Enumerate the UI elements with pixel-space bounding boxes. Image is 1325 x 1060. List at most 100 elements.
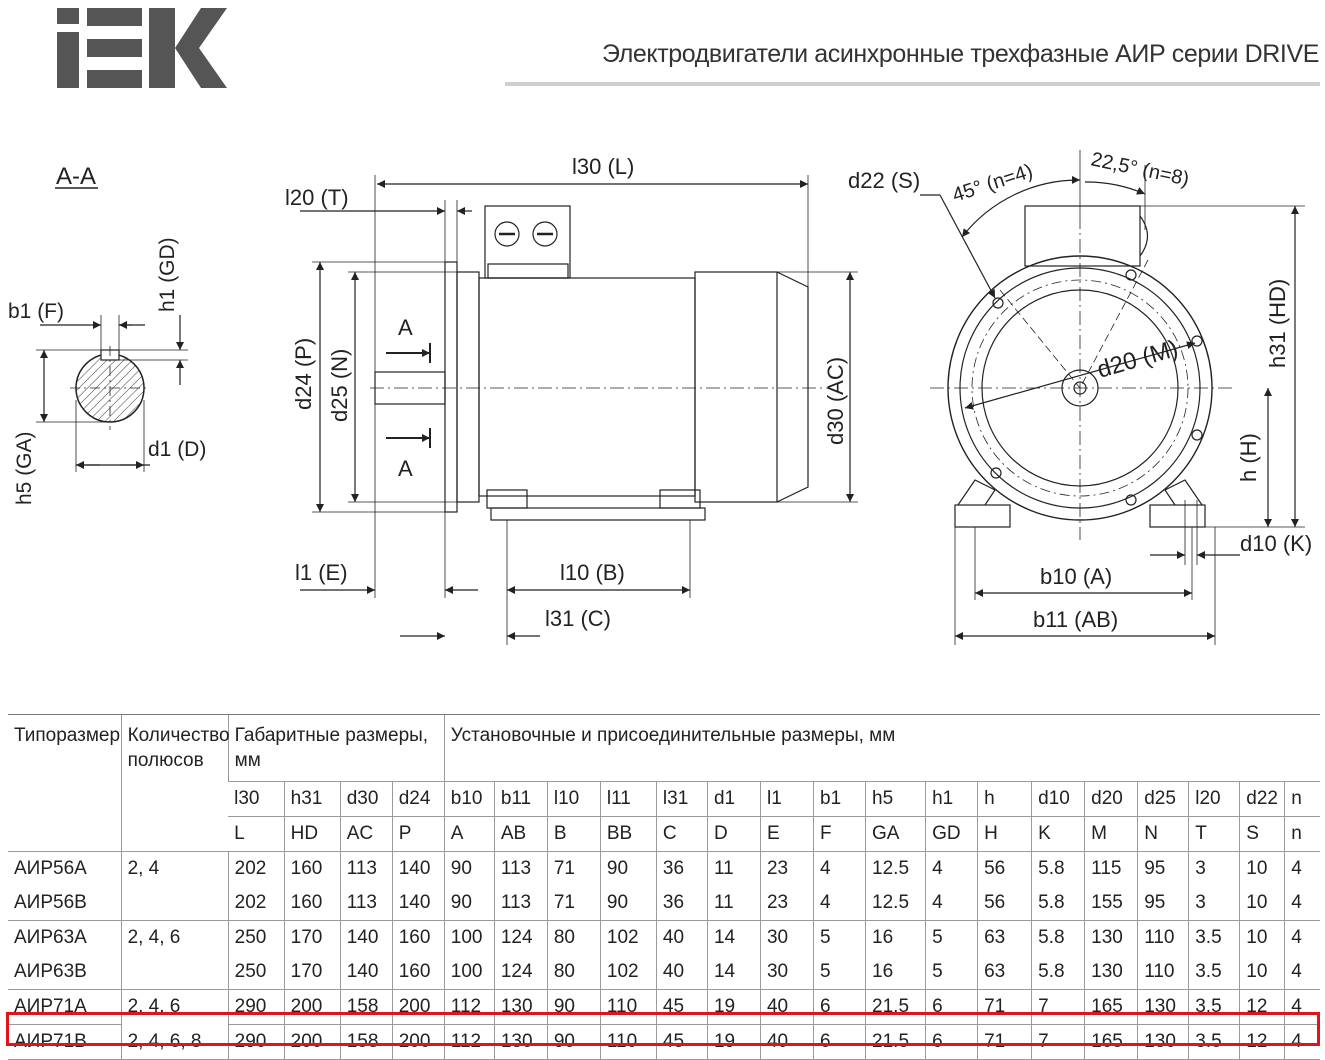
cell-value: 158 [339,989,393,1025]
cell-value: 3 [1188,851,1240,886]
symbol-cell: d20 [1084,781,1138,817]
letter-cell: F [812,816,866,852]
cell-value: 90 [546,989,601,1025]
cell-poles: 2, 4, 6 [120,989,229,1025]
cell-value: 19 [706,989,761,1025]
cell-value: 40 [759,989,814,1025]
cell-value: 23 [759,886,814,921]
cell-value: 4 [1284,851,1320,886]
cell-value: 56 [977,851,1032,886]
label-h1: h1 (GD) [156,237,179,312]
cell-value: 100 [443,920,495,955]
letter-cell: L [228,816,285,852]
motor-dimension-drawing: A-A b1 (F) h1 (GD) h5 (GA) d1 (D) l30 (L… [8,148,1312,645]
cell-value: 140 [339,920,393,955]
cell-value: 124 [493,955,548,990]
symbol-cell: l11 [599,781,657,817]
cell-type: АИР63А [8,920,122,955]
cell-value: 5 [925,955,978,990]
label-d30: d30 (AC) [823,357,848,445]
cell-value: 200 [391,1024,445,1060]
label-angle-45: 45° (n=4) [950,160,1036,207]
cell-value: 4 [812,886,866,921]
cell-value: 160 [283,886,341,921]
cell-value: 3.5 [1188,989,1240,1025]
symbol-cell: d30 [339,781,393,817]
cell-value: 80 [546,920,601,955]
letter-cell: AC [339,816,393,852]
letter-cell: K [1031,816,1085,852]
cell-value: 100 [443,955,495,990]
cell-value: 36 [655,886,708,921]
cell-value: 14 [706,955,761,990]
cell-value: 200 [283,989,341,1025]
cell-value: 112 [443,989,495,1025]
motor-side-view [300,175,858,645]
label-angle-22-5: 22,5° (n=8) [1089,148,1191,190]
shaft-section-view [36,187,188,472]
cell-value: 21.5 [865,1024,926,1060]
cell-value: 202 [227,886,285,921]
cell-value: 113 [339,851,393,886]
cell-value: 5 [925,920,978,955]
letter-cell: T [1188,816,1240,852]
cell-value: 160 [391,955,445,990]
cell-value: 200 [391,989,445,1025]
cell-value: 5 [812,955,866,990]
header-mounting-dimensions: Установочные и присоединительные размеры… [443,714,1320,782]
cell-value: 290 [227,1024,285,1060]
label-h31: h31 (HD) [1265,279,1290,368]
cell-value: 90 [599,851,657,886]
label-l10: l10 (B) [560,560,625,585]
cell-value: 80 [546,955,601,990]
label-h5: h5 (GA) [13,431,36,505]
header-type: Типоразмер [8,714,122,852]
cell-value: 90 [443,851,495,886]
cell-value: 130 [1084,955,1138,990]
letter-cell: S [1239,816,1285,852]
cell-value: 63 [977,955,1032,990]
cell-value: 5 [812,920,866,955]
cell-type: АИР71В [8,1024,122,1060]
letter-cell: E [759,816,814,852]
cell-value: 290 [227,989,285,1025]
section-title: A-A [56,163,96,190]
cell-poles: 2, 4, 6, 8 [120,1024,229,1060]
label-d25: d25 (N) [327,349,352,422]
label-d1: d1 (D) [148,438,206,461]
cell-value: 16 [865,955,926,990]
cell-value: 36 [655,851,708,886]
cell-value: 12 [1239,1024,1285,1060]
cell-value: 130 [1084,920,1138,955]
cell-value: 5.8 [1031,886,1085,921]
cell-value: 110 [599,989,657,1025]
cell-value: 113 [339,886,393,921]
cell-value: 112 [443,1024,495,1060]
cell-value: 140 [391,886,445,921]
cell-value: 3.5 [1188,1024,1240,1060]
symbol-cell: h31 [283,781,341,817]
cell-value: 115 [1084,851,1138,886]
cell-value: 11 [706,851,761,886]
letter-cell: B [546,816,601,852]
cell-value: 56 [977,886,1032,921]
symbol-cell: h [977,781,1032,817]
cell-value: 10 [1239,955,1285,990]
label-b10: b10 (A) [1040,564,1112,589]
symbol-cell: l30 [228,781,285,817]
cell-value: 40 [759,1024,814,1060]
cell-value: 4 [1284,886,1320,921]
symbol-cell: d24 [391,781,445,817]
document-title: Электродвигатели асинхронные трехфазные … [601,40,1319,68]
cell-value: 4 [925,886,978,921]
cell-value: 6 [925,989,978,1025]
label-b11: b11 (AB) [1033,607,1118,632]
symbol-cell: d10 [1031,781,1085,817]
cell-value: 155 [1084,886,1138,921]
cell-value: 40 [655,920,708,955]
cell-poles [120,886,229,921]
cell-value: 71 [546,851,601,886]
